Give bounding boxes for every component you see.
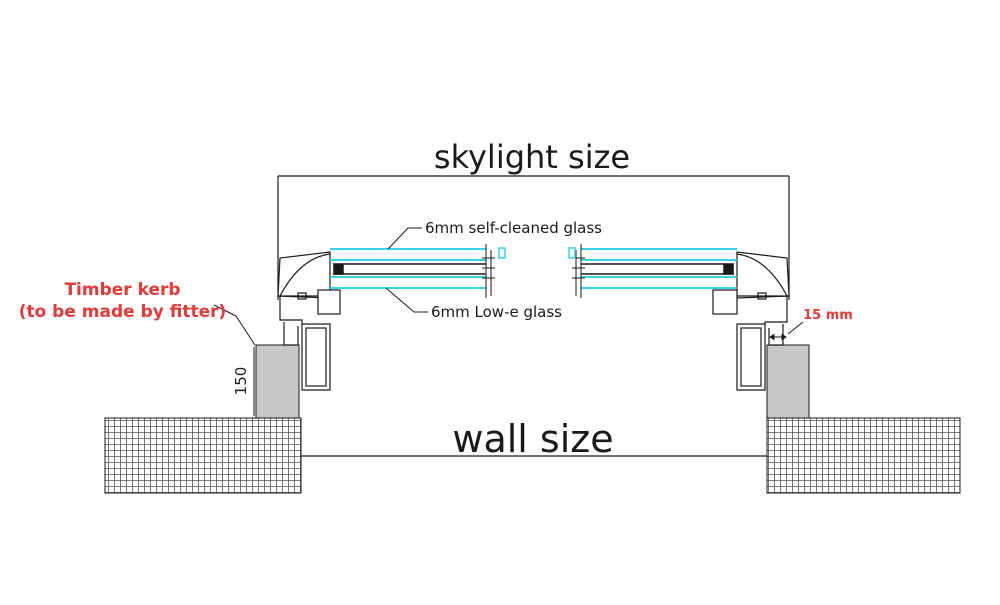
timber-kerb-note: (to be made by fitter) <box>18 302 227 322</box>
right-spacer <box>581 263 734 275</box>
timber-kerb-annotation: Timber kerb (to be made by fitter) <box>10 279 235 323</box>
gap-annotation: 15 mm <box>803 308 853 323</box>
right-glass-edge <box>568 247 576 259</box>
self-cleaned-glass-label: 6mm self-cleaned glass <box>425 219 602 237</box>
left-glass-break-marks <box>482 244 495 298</box>
left-frame-profile <box>277 251 341 391</box>
left-glass-unit <box>330 248 486 289</box>
right-timber-kerb <box>766 344 810 419</box>
right-glass-unit <box>581 248 737 289</box>
kerb-height-dimension <box>213 304 256 416</box>
skylight-size-label: skylight size <box>434 138 630 176</box>
low-e-glass-label: 6mm Low-e glass <box>431 303 562 321</box>
skylight-size-dimension <box>277 175 790 300</box>
left-timber-kerb <box>255 344 300 419</box>
right-wall <box>766 417 961 494</box>
low-e-glass-leader <box>385 287 428 313</box>
left-wall <box>104 417 302 494</box>
gap-dimension <box>769 321 804 341</box>
wall-size-label: wall size <box>452 417 613 461</box>
self-cleaned-glass-leader <box>387 227 422 250</box>
left-glass-edge <box>498 247 506 259</box>
left-spacer <box>333 263 486 275</box>
timber-kerb-title: Timber kerb <box>64 280 181 300</box>
kerb-height-label: 150 <box>232 367 250 396</box>
right-glass-break-marks <box>572 244 585 298</box>
right-frame-profile <box>712 251 790 391</box>
